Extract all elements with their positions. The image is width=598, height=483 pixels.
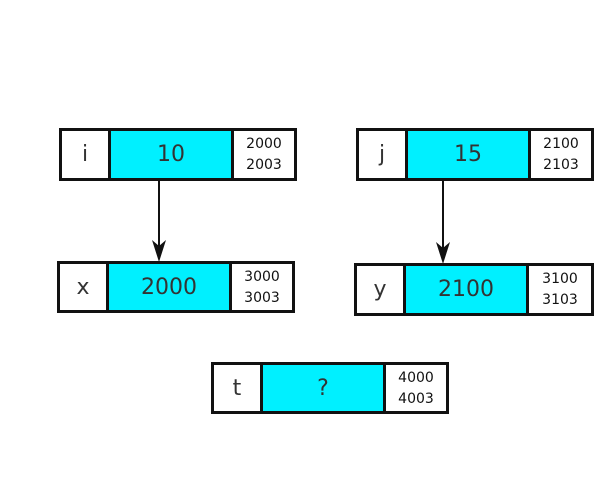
arrowhead-i-to-x <box>152 240 166 262</box>
variable-name-y: y <box>357 266 406 313</box>
address-end-x: 3003 <box>244 289 280 306</box>
address-range-x: 3000 3003 <box>232 264 292 310</box>
variable-value-j: 15 <box>408 131 531 178</box>
address-start-i: 2000 <box>246 135 282 152</box>
address-range-t: 4000 4003 <box>386 365 446 411</box>
address-range-i: 2000 2003 <box>234 131 294 178</box>
address-range-y: 3100 3103 <box>529 266 591 313</box>
address-start-x: 3000 <box>244 268 280 285</box>
address-range-j: 2100 2103 <box>531 131 591 178</box>
variable-name-i: i <box>62 131 111 178</box>
memory-cell-j: j 15 2100 2103 <box>356 128 594 181</box>
variable-value-i: 10 <box>111 131 234 178</box>
address-start-j: 2100 <box>543 135 579 152</box>
address-end-y: 3103 <box>542 292 578 309</box>
variable-name-x: x <box>60 264 109 310</box>
address-end-j: 2103 <box>543 157 579 174</box>
memory-cell-y: y 2100 3100 3103 <box>354 263 594 316</box>
variable-value-t: ? <box>263 365 386 411</box>
memory-cell-x: x 2000 3000 3003 <box>57 261 295 313</box>
memory-cell-t: t ? 4000 4003 <box>211 362 449 414</box>
address-start-y: 3100 <box>542 270 578 287</box>
memory-cell-i: i 10 2000 2003 <box>59 128 297 181</box>
variable-name-t: t <box>214 365 263 411</box>
address-end-t: 4003 <box>398 390 434 407</box>
variable-name-j: j <box>359 131 408 178</box>
arrowhead-j-to-y <box>436 242 450 264</box>
address-start-t: 4000 <box>398 369 434 386</box>
address-end-i: 2003 <box>246 157 282 174</box>
variable-value-x: 2000 <box>109 264 232 310</box>
variable-value-y: 2100 <box>406 266 529 313</box>
